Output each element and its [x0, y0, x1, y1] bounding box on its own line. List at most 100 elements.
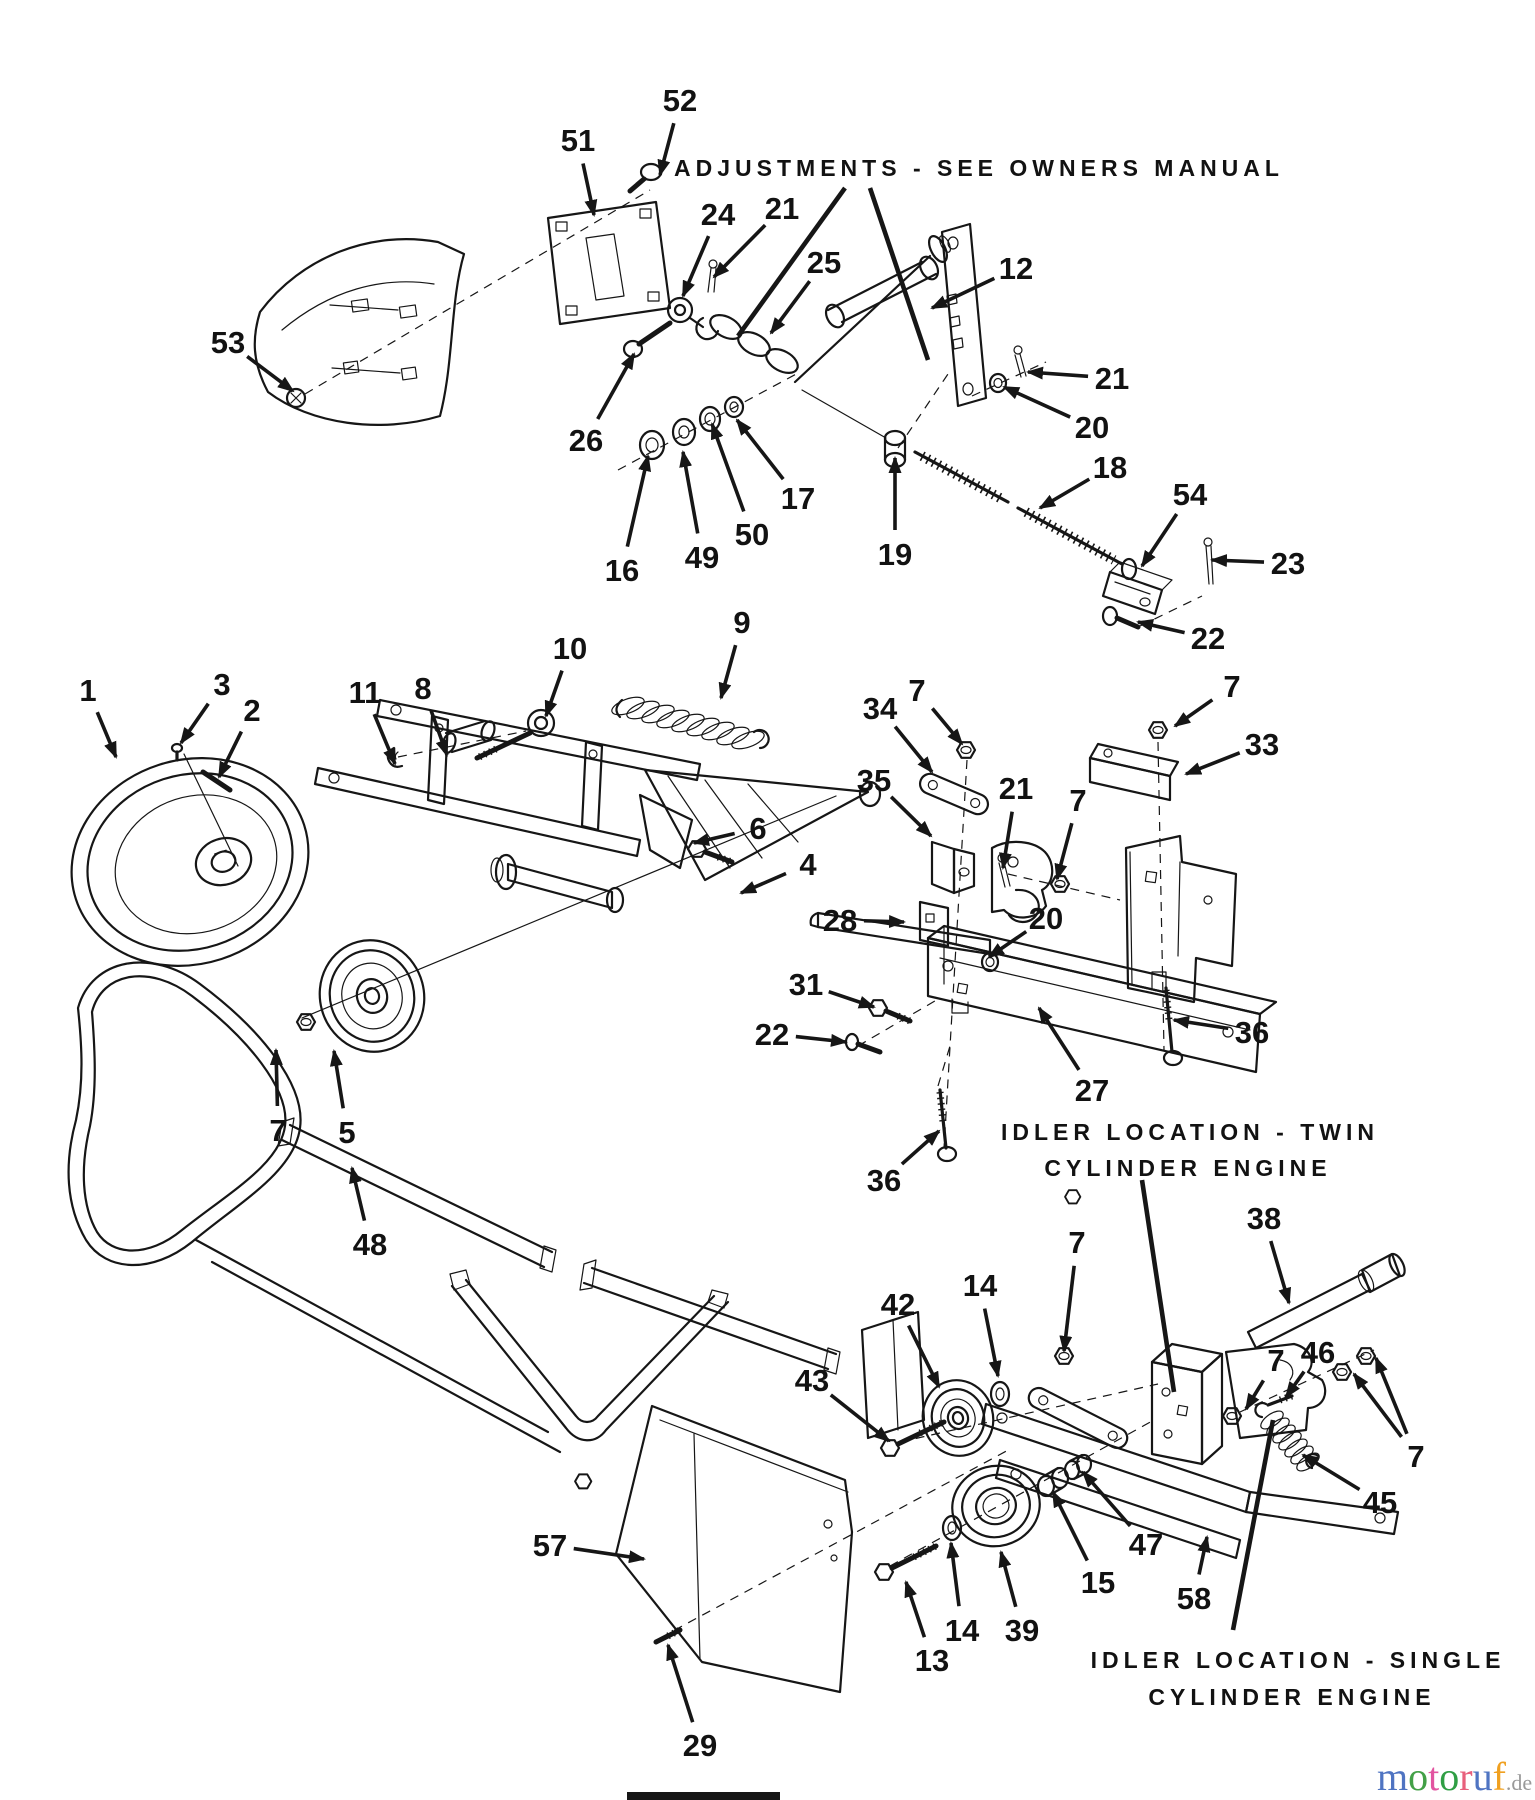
assembly-axis — [937, 1045, 951, 1087]
callout-number: 36 — [867, 1163, 901, 1198]
hook-bracket-58 — [1224, 1342, 1327, 1440]
callout-arrow — [246, 355, 295, 393]
callout-number: 25 — [807, 245, 841, 280]
callout-number: 6 — [749, 811, 766, 846]
callout-number: 22 — [1191, 621, 1225, 656]
callout-number: 33 — [1245, 727, 1279, 762]
belt-48 — [67, 961, 841, 1454]
callout-arrow — [712, 223, 767, 279]
callout-number: 16 — [605, 553, 639, 588]
roll-pin-2 — [200, 769, 233, 793]
callout-arrow — [1244, 1379, 1266, 1411]
washer-14b — [941, 1514, 963, 1542]
callout-number: 11 — [349, 675, 382, 710]
idler-twin-note-line2: CYLINDER ENGINE — [1044, 1155, 1331, 1181]
callout-number: 38 — [1247, 1201, 1281, 1236]
callout-number: 14 — [945, 1613, 980, 1648]
callout-arrow — [1284, 1370, 1306, 1399]
callout-arrow — [1172, 1015, 1229, 1031]
callout-arrow — [1374, 1356, 1409, 1435]
flange-nut-7c — [1049, 875, 1071, 893]
assembly-axis — [943, 759, 968, 1149]
callout-number: 48 — [353, 1227, 387, 1262]
callout-number: 7 — [1069, 783, 1086, 818]
callout-arrow — [1051, 1490, 1089, 1562]
callout-number: 10 — [553, 631, 587, 666]
callout-number: 53 — [211, 325, 245, 360]
callout-arrow — [735, 418, 785, 481]
callout-arrow — [1269, 1240, 1292, 1305]
pulley-5 — [318, 939, 426, 1053]
bottom-crop-bar — [627, 1792, 780, 1800]
callout-number: 27 — [1075, 1073, 1109, 1108]
callout-number: 12 — [999, 251, 1033, 286]
watermark-letter: o — [1408, 1754, 1428, 1799]
cotter-pin-23 — [1203, 537, 1214, 585]
callout-arrow — [95, 711, 118, 759]
callout-number: 14 — [963, 1268, 998, 1303]
washer-50 — [698, 405, 722, 433]
adjustments-note: ADJUSTMENTS - SEE OWNERS MANUAL — [674, 155, 1284, 181]
callout-arrow — [179, 702, 210, 745]
watermark-letter: f — [1493, 1754, 1507, 1799]
flange-nut-7b — [1147, 721, 1169, 739]
link-34 — [918, 772, 990, 816]
assembly-axis — [801, 389, 887, 439]
callout-arrow — [596, 352, 636, 420]
callout-number: 52 — [663, 83, 697, 118]
callout-arrow — [573, 1546, 646, 1564]
callout-number: 31 — [789, 967, 823, 1002]
callout-number: 28 — [823, 903, 857, 938]
washer-49 — [671, 417, 697, 447]
callout-number: 8 — [414, 671, 431, 706]
assembly-axis — [659, 1447, 1013, 1639]
idler-bracket-4 — [313, 698, 882, 914]
pivot-block — [1150, 1342, 1224, 1466]
callout-arrow — [946, 1541, 961, 1607]
callout-arrow — [907, 1324, 941, 1389]
callout-arrow — [1059, 1265, 1076, 1353]
watermark-suffix: .de — [1506, 1770, 1532, 1795]
callout-arrow — [710, 422, 746, 513]
callout-arrow — [987, 930, 1028, 959]
callout-number: 20 — [1075, 410, 1109, 445]
assembly-axis — [889, 1419, 1155, 1567]
eye-bolt-10 — [474, 708, 556, 762]
callout-number: 49 — [685, 540, 719, 575]
callout-arrow — [372, 713, 397, 766]
flange-nut-7d — [295, 1013, 317, 1031]
trunnion-54 — [1101, 561, 1173, 616]
callout-arrow — [769, 280, 812, 335]
callout-arrow — [930, 707, 964, 746]
callout-arrow — [863, 915, 906, 929]
set-screw-3 — [170, 742, 184, 762]
callout-number: 45 — [1363, 1485, 1397, 1520]
callout-arrow — [581, 163, 598, 217]
callout-arrow — [657, 122, 676, 177]
callout-number: 21 — [1095, 361, 1129, 396]
idler-pulley-42 — [921, 1379, 995, 1457]
callout-arrow — [429, 709, 449, 757]
flange-nut-7f — [1221, 1407, 1243, 1425]
callout-arrow — [329, 1049, 345, 1109]
bolt-52 — [627, 162, 663, 194]
shield-57 — [614, 1310, 926, 1694]
callout-number: 43 — [795, 1363, 829, 1398]
callout-arrow — [930, 276, 996, 310]
callout-number: 51 — [561, 123, 595, 158]
callout-arrow — [269, 1048, 283, 1107]
assembly-axis — [301, 795, 837, 1019]
z-bracket-engine-mount — [1124, 834, 1238, 1004]
callout-number: 36 — [1235, 1015, 1269, 1050]
callout-arrow — [681, 235, 711, 298]
callout-number: 7 — [269, 1113, 286, 1148]
bracket-35 — [930, 840, 976, 895]
spring-9 — [611, 696, 770, 750]
washer-14a — [989, 1380, 1011, 1408]
bolt-43 — [879, 1418, 947, 1457]
angle-bracket-33 — [1088, 742, 1180, 802]
assembly-axis — [183, 753, 239, 867]
assembly-axis — [304, 189, 651, 395]
callout-arrow — [1002, 385, 1071, 419]
